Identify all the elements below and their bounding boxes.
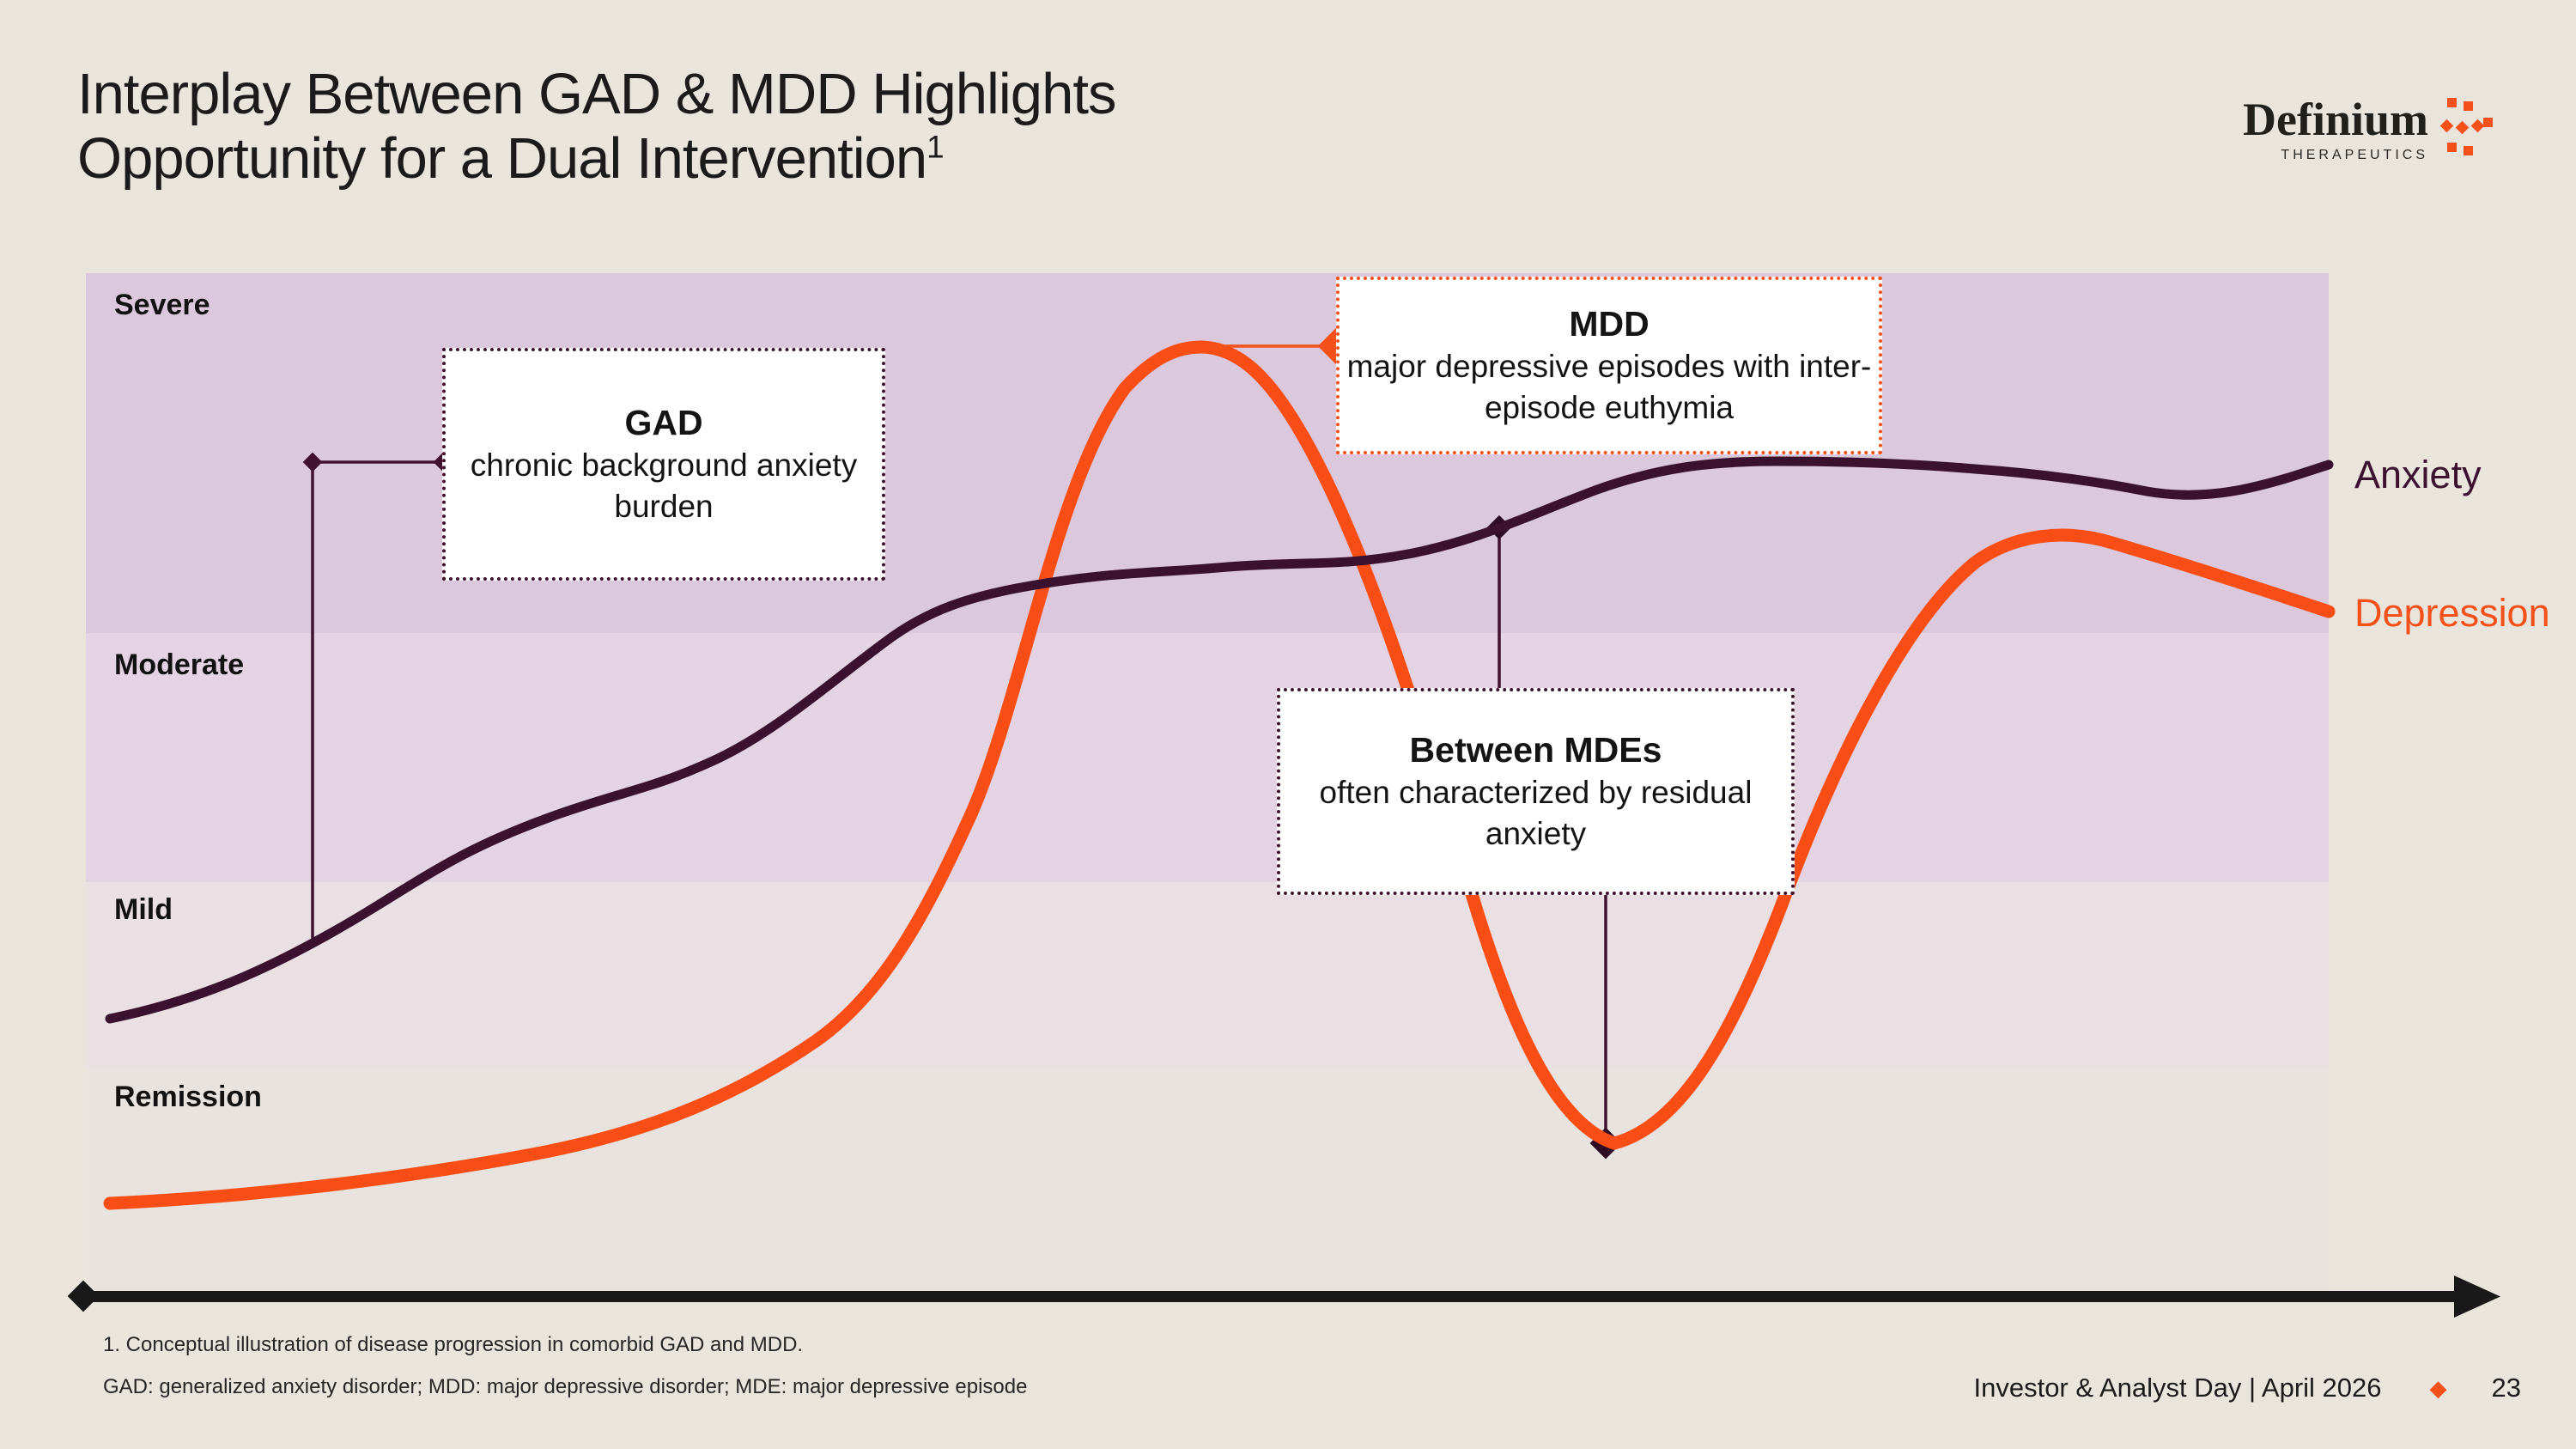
- logo-subtitle: THERAPEUTICS: [2281, 148, 2428, 162]
- timeline-start-diamond: [67, 1280, 100, 1312]
- band-label-moderate: Moderate: [114, 648, 245, 681]
- page-title: Interplay Between GAD & MDD Highlights O…: [77, 62, 1116, 192]
- depression-curve: [103, 340, 2336, 1210]
- callout-between-mdes: Between MDEs often characterized by resi…: [1277, 688, 1795, 895]
- anxiety-curve: [105, 456, 2334, 1024]
- band-label-mild: Mild: [114, 893, 173, 926]
- footer-diamond-icon: ◆: [2429, 1374, 2447, 1401]
- callout-mdd-title: MDD: [1569, 303, 1649, 344]
- callout-mdd-body: major depressive episodes with inter-epi…: [1346, 349, 1872, 426]
- company-logo: Definium THERAPEUTICS: [2243, 96, 2494, 163]
- logo-wordmark: Definium: [2243, 94, 2428, 145]
- timeline-arrowhead-icon: [2454, 1275, 2500, 1318]
- slide-footer: Investor & Analyst Day | April 2026 ◆ 23: [1973, 1373, 2521, 1403]
- logo-dots-icon: [2440, 98, 2493, 155]
- footnote-1: 1. Conceptual illustration of disease pr…: [103, 1333, 804, 1356]
- footer-event-label: Investor & Analyst Day | April 2026: [1973, 1373, 2382, 1403]
- band-moderate: [86, 633, 2329, 882]
- band-label-severe: Severe: [114, 289, 210, 321]
- title-footnote-ref: 1: [927, 129, 945, 165]
- callout-between-mdes-title: Between MDEs: [1409, 729, 1662, 770]
- page-title-line1: Interplay Between GAD & MDD Highlights: [77, 62, 1116, 126]
- gad-connector-diamond-left: [302, 452, 323, 472]
- timeline-axis: [82, 1291, 2460, 1302]
- band-label-remission: Remission: [114, 1081, 262, 1113]
- callout-mdd: MDD major depressive episodes with inter…: [1336, 277, 1882, 454]
- page-title-line2: Opportunity for a Dual Intervention1: [77, 126, 945, 192]
- logo-text: Definium THERAPEUTICS: [2243, 96, 2428, 163]
- callout-gad-body: chronic background anxiety burden: [470, 447, 858, 525]
- series-label-depression: Depression: [2354, 591, 2550, 635]
- callout-between-mdes-body: often characterized by residual anxiety: [1319, 775, 1753, 852]
- footer-page-number: 23: [2491, 1373, 2521, 1403]
- footnote-abbreviations: GAD: generalized anxiety disorder; MDD: …: [103, 1375, 1028, 1398]
- band-remission: [86, 1068, 2329, 1290]
- series-label-anxiety: Anxiety: [2354, 453, 2482, 496]
- callout-gad: GAD chronic background anxiety burden: [442, 348, 885, 581]
- band-mild: [86, 882, 2329, 1068]
- callout-gad-title: GAD: [624, 402, 703, 442]
